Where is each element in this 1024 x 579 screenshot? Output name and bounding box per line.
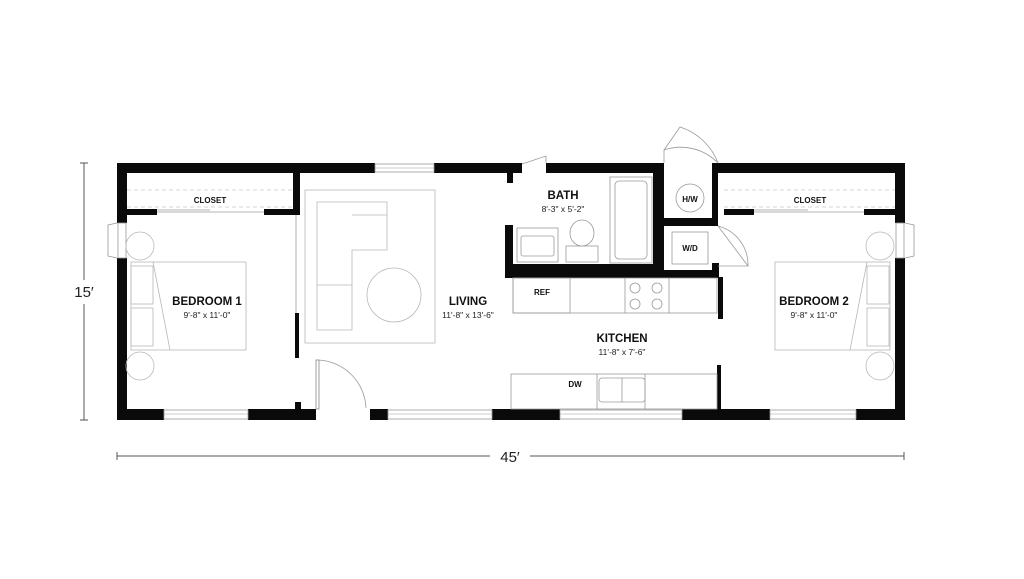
bath-name: BATH: [547, 190, 578, 202]
bath-fixtures: [516, 176, 653, 264]
bedroom-1-name: BEDROOM 1: [172, 296, 242, 308]
exterior-walls: [117, 163, 905, 420]
bedroom-2-name: BEDROOM 2: [779, 296, 849, 308]
living-size: 11'-8" x 13'-6": [442, 310, 494, 320]
height-dimension: 15′: [70, 162, 100, 421]
doors: [157, 126, 864, 410]
bedroom-1-size: 9'-8" x 11'-0": [184, 310, 231, 320]
living-name: LIVING: [449, 296, 487, 308]
ref-label: REF: [534, 288, 550, 297]
interior-walls: [127, 163, 895, 409]
hw-label: H/W: [682, 195, 698, 204]
width-dimension: 45′: [116, 446, 905, 466]
closet-1-label: CLOSET: [194, 196, 227, 205]
width-label: 45′: [500, 449, 520, 466]
bedroom-2-bed: [774, 231, 895, 381]
closet-2: CLOSET: [724, 189, 895, 208]
wd-label: W/D: [682, 244, 698, 253]
utility-fixtures: [671, 183, 709, 265]
kitchen-name: KITCHEN: [596, 333, 647, 345]
dw-label: DW: [568, 380, 582, 389]
room-labels: BEDROOM 1 9'-8" x 11'-0" LIVING 11'-8" x…: [172, 190, 849, 389]
kitchen-fixtures: [510, 277, 718, 410]
living-furniture: [304, 189, 436, 344]
bedroom-2-size: 9'-8" x 11'-0": [791, 310, 838, 320]
bath-size: 8'-3" x 5'-2": [542, 204, 585, 214]
bedroom-1-bed: [125, 231, 247, 381]
closet-2-label: CLOSET: [794, 196, 827, 205]
windows: [107, 163, 915, 420]
closet-1: CLOSET: [127, 189, 293, 208]
height-label: 15′: [74, 284, 94, 301]
kitchen-size: 11'-8" x 7'-6": [599, 347, 646, 357]
